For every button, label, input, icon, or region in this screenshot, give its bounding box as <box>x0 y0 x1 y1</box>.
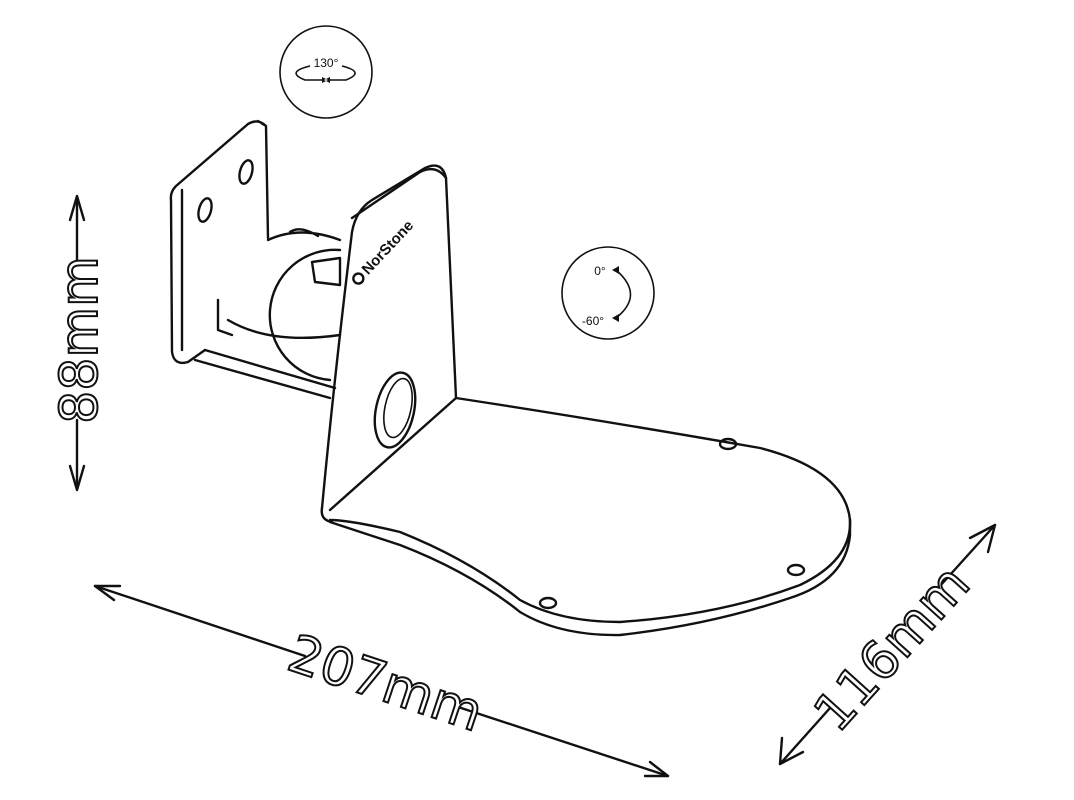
svg-text:0°: 0° <box>594 264 606 278</box>
ball-joint <box>216 228 342 382</box>
svg-text:116mm: 116mm <box>803 554 982 743</box>
tilt-rotation-badge: 0° -60° <box>561 246 655 340</box>
svg-text:NorStone: NorStone <box>359 217 417 278</box>
base-plate <box>320 396 852 637</box>
svg-text:88mm: 88mm <box>50 256 110 423</box>
wall-plate <box>169 119 337 400</box>
svg-text:-60°: -60° <box>582 314 604 328</box>
svg-text:130°: 130° <box>314 56 339 70</box>
svg-text:207mm: 207mm <box>281 624 490 744</box>
width-dimension: 207mm <box>93 584 670 778</box>
norstone-logo: NorStone <box>352 217 417 285</box>
depth-dimension: 116mm <box>778 523 997 766</box>
swivel-rotation-badge: 130° <box>279 25 373 119</box>
height-dimension: 88mm <box>49 194 111 492</box>
